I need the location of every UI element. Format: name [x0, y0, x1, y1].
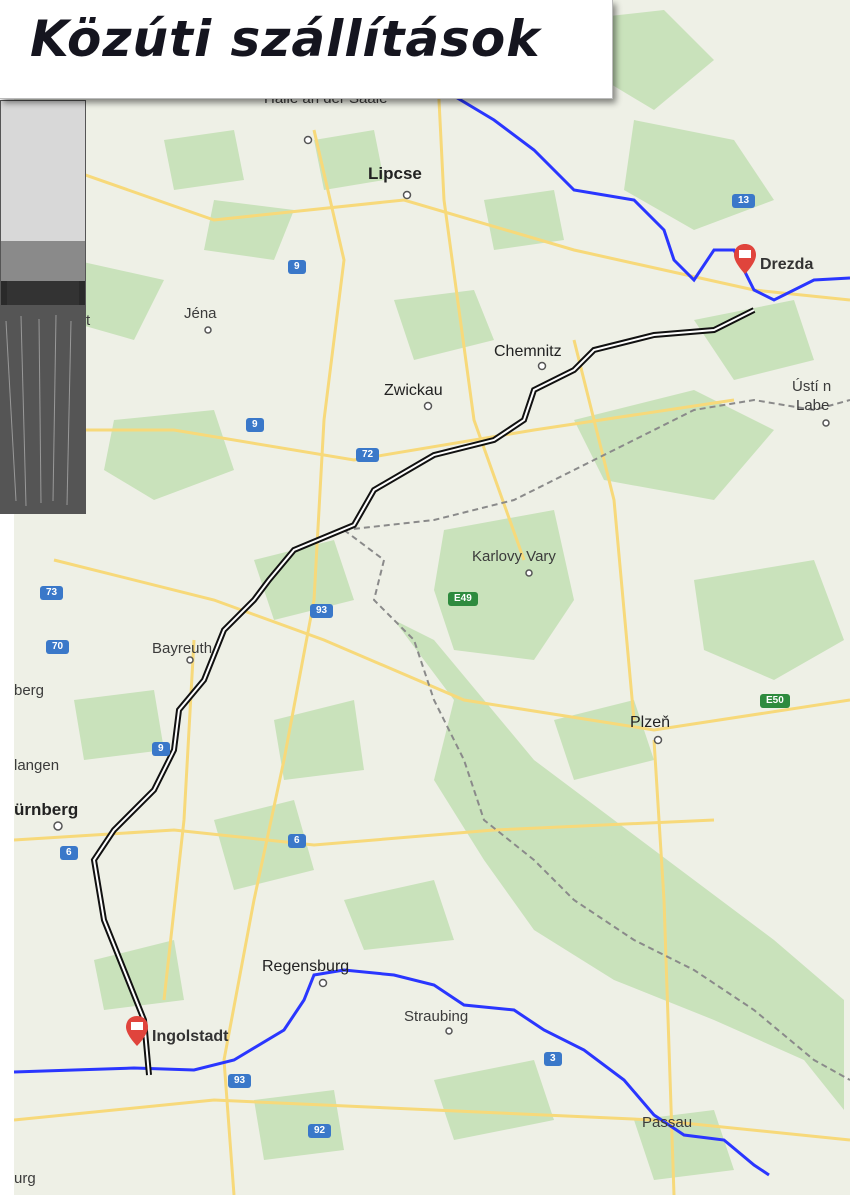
elbe-river — [443, 88, 850, 302]
city-label-bayreuth: Bayreuth — [152, 640, 213, 657]
city-label-straubing: Straubing — [404, 1008, 469, 1025]
city-label-usti: Ústí n — [792, 378, 832, 395]
danube-river — [14, 968, 770, 1177]
city-dots — [53, 135, 830, 1035]
slide-title: Közúti szállítások — [30, 10, 541, 68]
city-label-jena: Jéna — [184, 305, 217, 322]
road-shield-9: 9 — [246, 418, 264, 432]
marker-label-drezda: Drezda — [760, 256, 814, 273]
map-pin-icon[interactable] — [126, 1016, 148, 1046]
marker-label-ingolstadt: Ingolstadt — [152, 1028, 229, 1045]
map-pin-icon[interactable] — [734, 244, 756, 274]
city-label-st: t — [86, 312, 91, 329]
country-border-north — [343, 398, 850, 531]
road-shield-92: 92 — [308, 1124, 332, 1138]
road-shield-9: 9 — [288, 260, 306, 274]
major-roads — [14, 0, 850, 1195]
road-shield-72: 72 — [356, 448, 380, 462]
road-shield-73: 73 — [40, 586, 64, 600]
road-shield-e50: E50 — [760, 694, 790, 708]
road-shield-e49: E49 — [448, 592, 478, 606]
photo-image — [1, 101, 85, 513]
country-border — [343, 529, 850, 1081]
city-label-regensburg: Regensburg — [262, 958, 350, 975]
road-shield-13: 13 — [732, 194, 756, 208]
road-map: Halle an der Saale Lipcse Jéna Chemnitz … — [14, 0, 850, 1195]
road-shield-70: 70 — [46, 640, 70, 654]
road-shield-93: 93 — [228, 1074, 252, 1088]
city-label-lipcse: Lipcse — [368, 164, 422, 183]
historic-photo — [0, 100, 86, 514]
city-label-karlovy-vary: Karlovy Vary — [472, 548, 556, 565]
city-label-passau: Passau — [642, 1114, 693, 1131]
city-label-plzen: Plzeň — [630, 714, 671, 731]
road-shield-9: 9 — [152, 742, 170, 756]
city-label-zwickau: Zwickau — [384, 382, 443, 399]
city-label-burg: urg — [14, 1170, 36, 1187]
city-label-labe: Labe — [796, 397, 830, 414]
map-graphic — [14, 0, 850, 1195]
transport-route-inner — [92, 309, 755, 1076]
road-shield-6: 6 — [288, 834, 306, 848]
city-label-erlangen: langen — [14, 757, 60, 774]
city-label-nurnberg: ürnberg — [14, 800, 79, 819]
city-label-chemnitz: Chemnitz — [494, 343, 562, 360]
forest-areas — [64, 10, 844, 1180]
city-label-berg: berg — [14, 682, 45, 699]
road-shield-3: 3 — [544, 1052, 562, 1066]
road-shield-6: 6 — [60, 846, 78, 860]
title-box: Közúti szállítások — [0, 0, 613, 99]
road-shield-93: 93 — [310, 604, 334, 618]
